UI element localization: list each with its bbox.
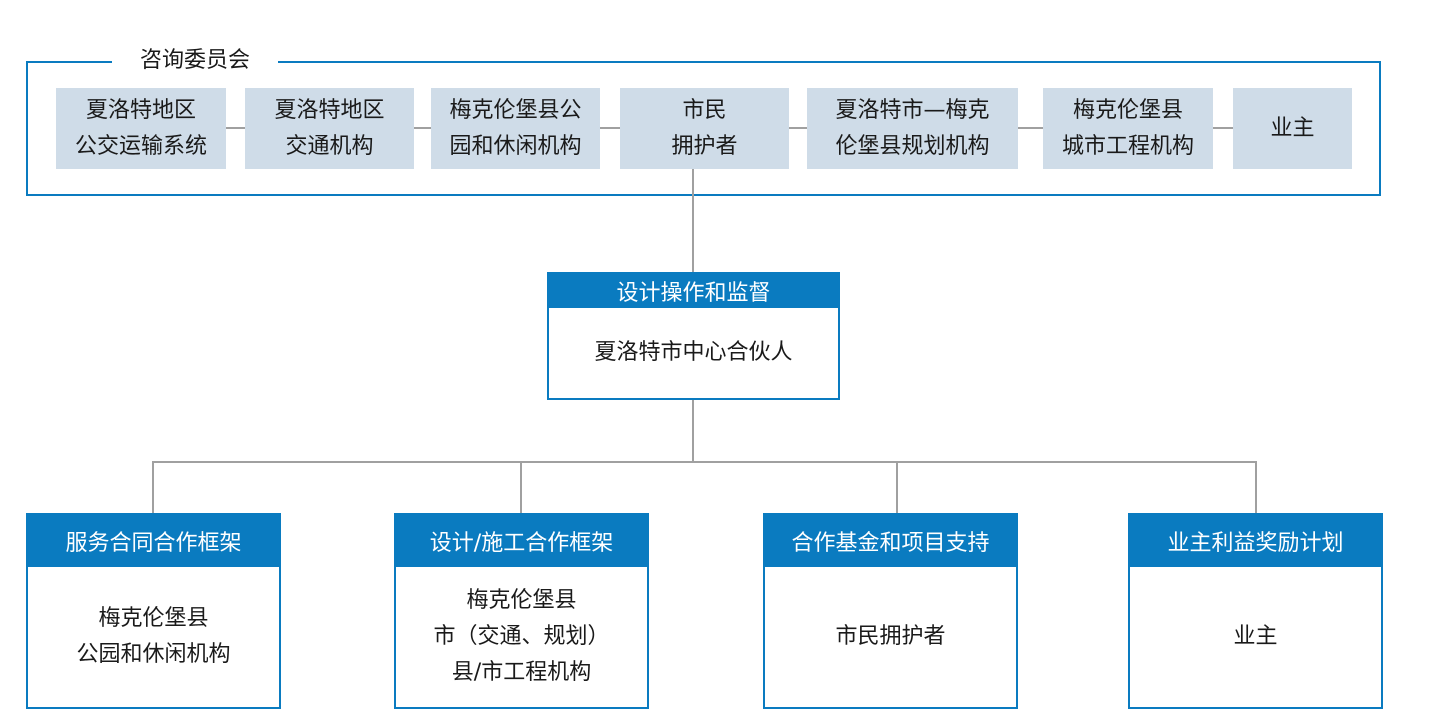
framework-box: 业主利益奖励计划 业主: [1128, 513, 1383, 709]
connector: [896, 461, 898, 513]
connector: [1255, 461, 1257, 513]
connector: [1213, 127, 1233, 129]
connector: [600, 127, 620, 129]
framework-body: 业主: [1233, 624, 1278, 649]
center-box: 设计操作和监督 夏洛特市中心合伙人: [547, 272, 840, 400]
framework-header: 合作基金和项目支持: [765, 515, 1016, 567]
committee-member: 夏洛特地区 公交运输系统: [56, 88, 226, 169]
framework-body: 市民拥护者: [835, 624, 946, 649]
advisory-committee-title: 咨询委员会: [139, 48, 250, 73]
framework-body: 梅克伦堡县 市（交通、规划） 县/市工程机构: [433, 588, 610, 685]
committee-member: 梅克伦堡县 城市工程机构: [1043, 88, 1213, 169]
framework-header: 设计/施工合作框架: [396, 515, 647, 567]
connector: [152, 461, 1257, 463]
framework-header: 业主利益奖励计划: [1130, 515, 1381, 567]
framework-box: 服务合同合作框架 梅克伦堡县 公园和休闲机构: [26, 513, 281, 709]
connector: [414, 127, 431, 129]
committee-member: 夏洛特地区 交通机构: [245, 88, 414, 169]
connector: [789, 127, 807, 129]
connector: [692, 169, 694, 272]
connector: [692, 400, 694, 462]
connector: [226, 127, 245, 129]
advisory-committee-frame: [26, 61, 1381, 196]
framework-box: 设计/施工合作框架 梅克伦堡县 市（交通、规划） 县/市工程机构: [394, 513, 649, 709]
committee-member: 夏洛特市—梅克 伦堡县规划机构: [807, 88, 1018, 169]
framework-box: 合作基金和项目支持 市民拥护者: [763, 513, 1018, 709]
center-box-body: 夏洛特市中心合伙人: [594, 340, 793, 365]
connector: [1018, 127, 1043, 129]
frame-title-gap: [112, 56, 278, 68]
connector: [520, 461, 522, 513]
framework-body: 梅克伦堡县 公园和休闲机构: [76, 606, 231, 667]
committee-member: 梅克伦堡县公 园和休闲机构: [431, 88, 600, 169]
framework-header: 服务合同合作框架: [28, 515, 279, 567]
center-box-header: 设计操作和监督: [549, 274, 838, 308]
connector: [152, 461, 154, 513]
committee-member: 市民 拥护者: [620, 88, 789, 169]
committee-member: 业主: [1233, 88, 1352, 169]
